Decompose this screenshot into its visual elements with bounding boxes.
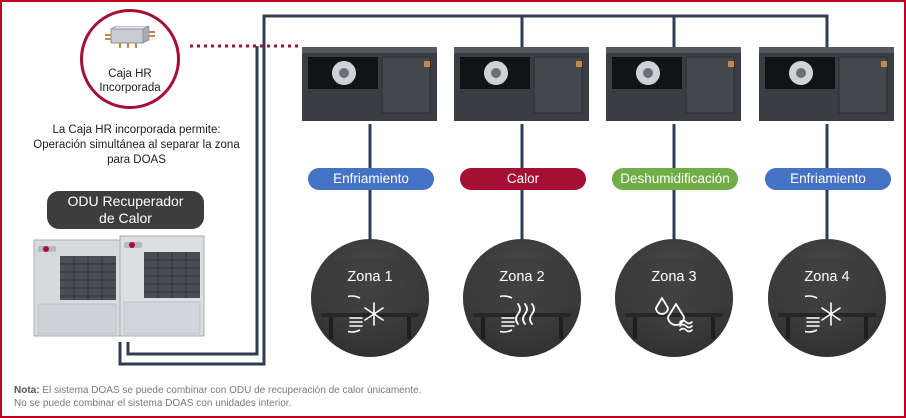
doas-unit-1 [302, 47, 437, 121]
hr-box-badge: Caja HR Incorporada [80, 9, 180, 109]
odu-unit-left [33, 239, 121, 337]
zone-circle-4: Zona 4 [768, 239, 886, 357]
office-background [615, 259, 733, 339]
odu-label: ODU Recuperador de Calor [47, 191, 204, 229]
zone-circle-3: Zona 3 [615, 239, 733, 357]
zone-circle-2: Zona 2 [463, 239, 581, 357]
office-background [311, 259, 429, 339]
footnote-line-1: Nota: El sistema DOAS se puede combinar … [14, 385, 421, 398]
snowflake-icon [805, 295, 841, 333]
water-drops-icon [655, 297, 693, 333]
footnote-text-1: El sistema DOAS se puede combinar con OD… [39, 385, 422, 396]
zone-label: Zona 2 [499, 269, 545, 285]
hr-box-label: Caja HR Incorporada [99, 68, 161, 94]
zone-circle-1: Zona 1 [311, 239, 429, 357]
footnote-line-2: No se puede combinar el sistema DOAS con… [14, 397, 292, 409]
doas-unit-4 [759, 47, 894, 121]
footnote-prefix: Nota: [14, 385, 40, 396]
mode-pill-1: Enfriamiento [308, 168, 434, 190]
odu-units-image [33, 235, 205, 337]
doas-unit-2 [454, 47, 589, 121]
refrigerant-pipe-inner [126, 46, 259, 356]
refrigerant-pipe-outer [118, 14, 829, 366]
odu-unit-right [119, 235, 205, 337]
heat-waves-icon [500, 295, 535, 333]
footnote: Nota: El sistema DOAS se puede combinar … [14, 385, 421, 410]
mode-pill-3: Deshumidificación [612, 168, 738, 190]
snowflake-icon [348, 295, 384, 333]
zone-label: Zona 3 [651, 269, 697, 285]
office-background [768, 259, 886, 339]
doas-unit-3 [606, 47, 741, 121]
hr-box-description: La Caja HR incorporada permite: Operació… [33, 124, 240, 166]
mode-pill-2: Calor [460, 168, 586, 190]
office-background [463, 259, 581, 339]
mode-pill-4: Enfriamiento [765, 168, 891, 190]
zone-label: Zona 1 [347, 269, 393, 285]
hr-box-image [105, 26, 155, 48]
zone-label: Zona 4 [804, 269, 850, 285]
